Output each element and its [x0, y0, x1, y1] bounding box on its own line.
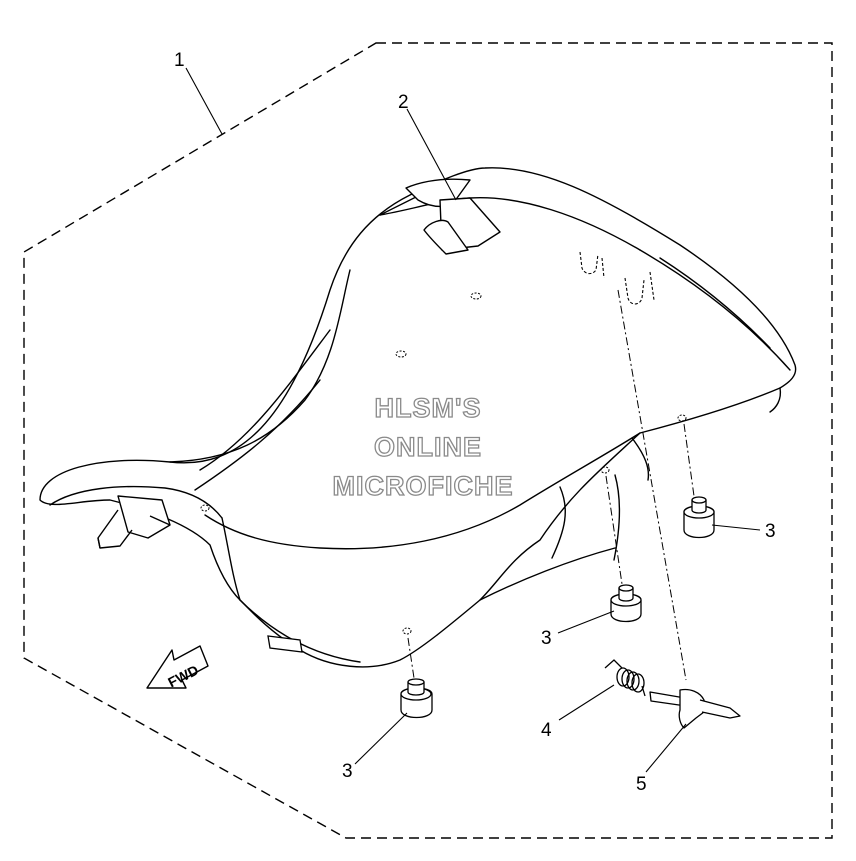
watermark: HLSM'S ONLINE MICROFICHE — [332, 392, 514, 501]
forward-arrow-icon: FWD — [146, 645, 209, 690]
watermark-line-3: MICROFICHE — [333, 471, 514, 501]
mounting-holes — [200, 292, 482, 512]
rear-lower-bracket — [267, 635, 303, 653]
callout-strap: 2 — [398, 92, 409, 113]
install-guide-lines — [407, 289, 695, 681]
callout-seat: 1 — [174, 50, 185, 71]
damper-right — [683, 496, 715, 539]
coil-spring — [604, 659, 646, 697]
damper-install-holes — [402, 414, 687, 635]
assembly-boundary — [23, 42, 833, 839]
callout-damper-right: 3 — [765, 521, 776, 542]
leader-lines — [185, 67, 761, 773]
callout-hook: 5 — [636, 774, 647, 795]
front-tongue-bracket — [97, 495, 171, 549]
seat-assembly — [39, 167, 797, 668]
damper-center — [610, 584, 642, 623]
watermark-line-2: ONLINE — [374, 432, 482, 462]
hidden-hook-receivers — [579, 251, 655, 305]
damper-left — [400, 678, 433, 719]
watermark-line-1: HLSM'S — [375, 393, 482, 423]
seat-strap — [405, 178, 501, 255]
callout-spring: 4 — [541, 720, 552, 741]
seat-hook — [649, 688, 741, 729]
callout-damper-left: 3 — [342, 761, 353, 782]
callout-damper-center: 3 — [541, 628, 552, 649]
